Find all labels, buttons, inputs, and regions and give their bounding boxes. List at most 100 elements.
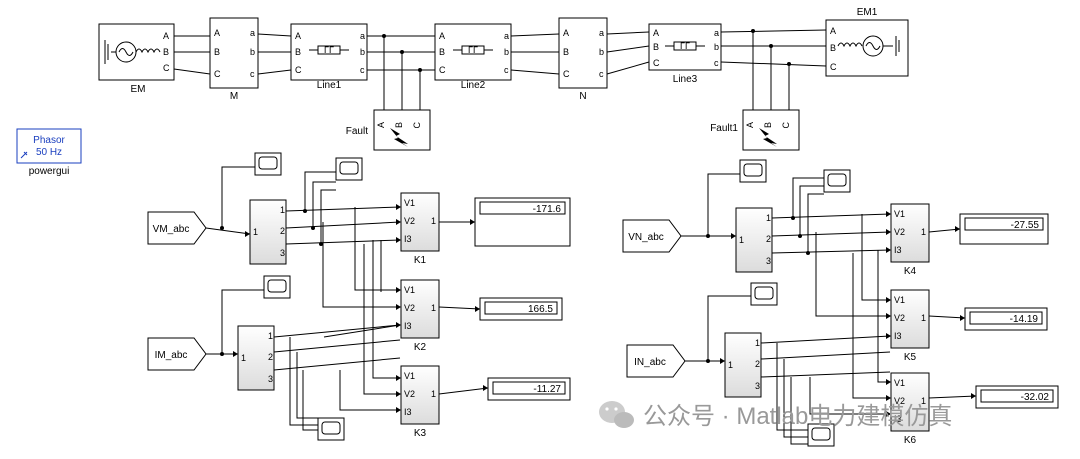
display-field: [479, 201, 566, 215]
arrow-icon: [245, 231, 250, 237]
demux-port-in: 1: [241, 353, 246, 363]
goto-vm-abc[interactable]: VM_abc: [147, 211, 207, 245]
scope-screen-icon: [754, 286, 774, 300]
m-measurement-block[interactable]: A B C a b c: [209, 17, 259, 89]
junction-dot: [303, 209, 307, 213]
scope-in-input[interactable]: [750, 282, 778, 306]
svg-text:b: b: [504, 47, 509, 57]
calc-port-v2: V2: [404, 216, 415, 226]
calc-port-v1: V1: [894, 295, 905, 305]
calc-port-v1: V1: [894, 378, 905, 388]
arrow-icon: [396, 322, 401, 328]
powergui-block[interactable]: Phasor 50 Hz: [16, 128, 82, 164]
scope-im-input[interactable]: [263, 275, 291, 299]
goto-vn-abc[interactable]: VN_abc: [622, 219, 682, 253]
goto-in-abc[interactable]: IN_abc: [626, 344, 686, 378]
scope-vm-outputs[interactable]: [335, 157, 363, 181]
lightning-icon: [759, 128, 777, 147]
svg-text:C: C: [295, 65, 302, 75]
scope-vn-outputs[interactable]: [823, 169, 851, 193]
arrow-icon: [396, 219, 401, 225]
goto-im-abc[interactable]: IM_abc: [147, 337, 207, 371]
scope-screen-icon: [321, 421, 341, 435]
signal-line: [296, 352, 318, 419]
scope-in-outputs[interactable]: [807, 423, 835, 447]
goto-tag-label: VN_abc: [628, 232, 664, 243]
arrow-icon: [396, 237, 401, 243]
line1-label: Line1: [317, 80, 342, 91]
signal-line: [438, 387, 489, 395]
line3-block[interactable]: A B C a b c ΓΓ: [648, 23, 722, 71]
signal-line: [363, 244, 400, 395]
demux-port-in: 1: [739, 235, 744, 245]
display-k2[interactable]: 166.5: [479, 297, 563, 321]
goto-tag-label: VM_abc: [153, 224, 190, 235]
signal-line: [273, 357, 401, 371]
em-source-block[interactable]: A B C: [98, 23, 175, 81]
display-k4[interactable]: -27.55: [959, 213, 1049, 245]
svg-text:c: c: [599, 69, 604, 79]
signal-line: [323, 324, 401, 338]
calc-label: K6: [904, 435, 917, 446]
signal-line: [852, 253, 890, 399]
arrow-icon: [475, 306, 480, 312]
sine-source-icon: [104, 40, 161, 64]
display-k1[interactable]: -171.6: [474, 197, 571, 247]
watermark: 公众号 · Matlab电力建模仿真: [599, 401, 952, 430]
arrow-icon: [396, 391, 401, 397]
calc-port-i3: I3: [894, 245, 902, 255]
fault-block[interactable]: A B C: [373, 109, 431, 151]
signal-line: [861, 214, 890, 301]
demux-box: [735, 207, 773, 273]
display-k5[interactable]: -14.19: [964, 307, 1048, 331]
line2-block[interactable]: A B C a b c ΓΓ: [434, 23, 512, 81]
calc-port-v2: V2: [404, 389, 415, 399]
svg-text:a: a: [504, 31, 509, 41]
demux-box: [237, 325, 275, 391]
calc-port-i3: I3: [894, 331, 902, 341]
fault1-block[interactable]: A B C: [742, 109, 800, 151]
svg-text:C: C: [653, 58, 660, 68]
em1-source-block[interactable]: A B C: [825, 19, 909, 77]
signal-line: [205, 227, 251, 235]
scope-im-outputs[interactable]: [317, 417, 345, 441]
calc-port-v2: V2: [894, 227, 905, 237]
signal-line: [285, 239, 401, 245]
arrow-icon: [886, 229, 891, 235]
line1-block[interactable]: A B C a b c ΓΓ: [290, 23, 368, 81]
svg-text:b: b: [250, 47, 255, 57]
scope-vm-input[interactable]: [254, 152, 282, 176]
calc-port-v1: V1: [404, 285, 415, 295]
pi-line-icon: ΓΓ: [453, 45, 493, 55]
demux-port-2: 2: [280, 226, 285, 236]
pi-line-icon: ΓΓ: [309, 45, 349, 55]
display-field: [484, 301, 558, 315]
svg-text:C: C: [830, 62, 837, 72]
line2-label: Line2: [461, 80, 486, 91]
svg-text:B: B: [653, 42, 659, 52]
arrow-icon: [971, 393, 976, 399]
svg-text:b: b: [714, 42, 719, 52]
signal-line: [221, 289, 264, 354]
display-k3[interactable]: -11.27: [487, 377, 571, 401]
signal-line: [438, 306, 481, 310]
scope-screen-icon: [811, 427, 831, 441]
calc-box: [400, 279, 440, 339]
fault1-label: Fault1: [710, 123, 738, 134]
display-k6[interactable]: -32.02: [975, 385, 1059, 409]
n-measurement-block[interactable]: A B C a b c: [558, 17, 608, 89]
svg-text:B: B: [394, 122, 404, 128]
signal-line: [339, 370, 400, 411]
scope-screen-icon: [258, 156, 278, 170]
scope-vn-input[interactable]: [739, 159, 767, 183]
